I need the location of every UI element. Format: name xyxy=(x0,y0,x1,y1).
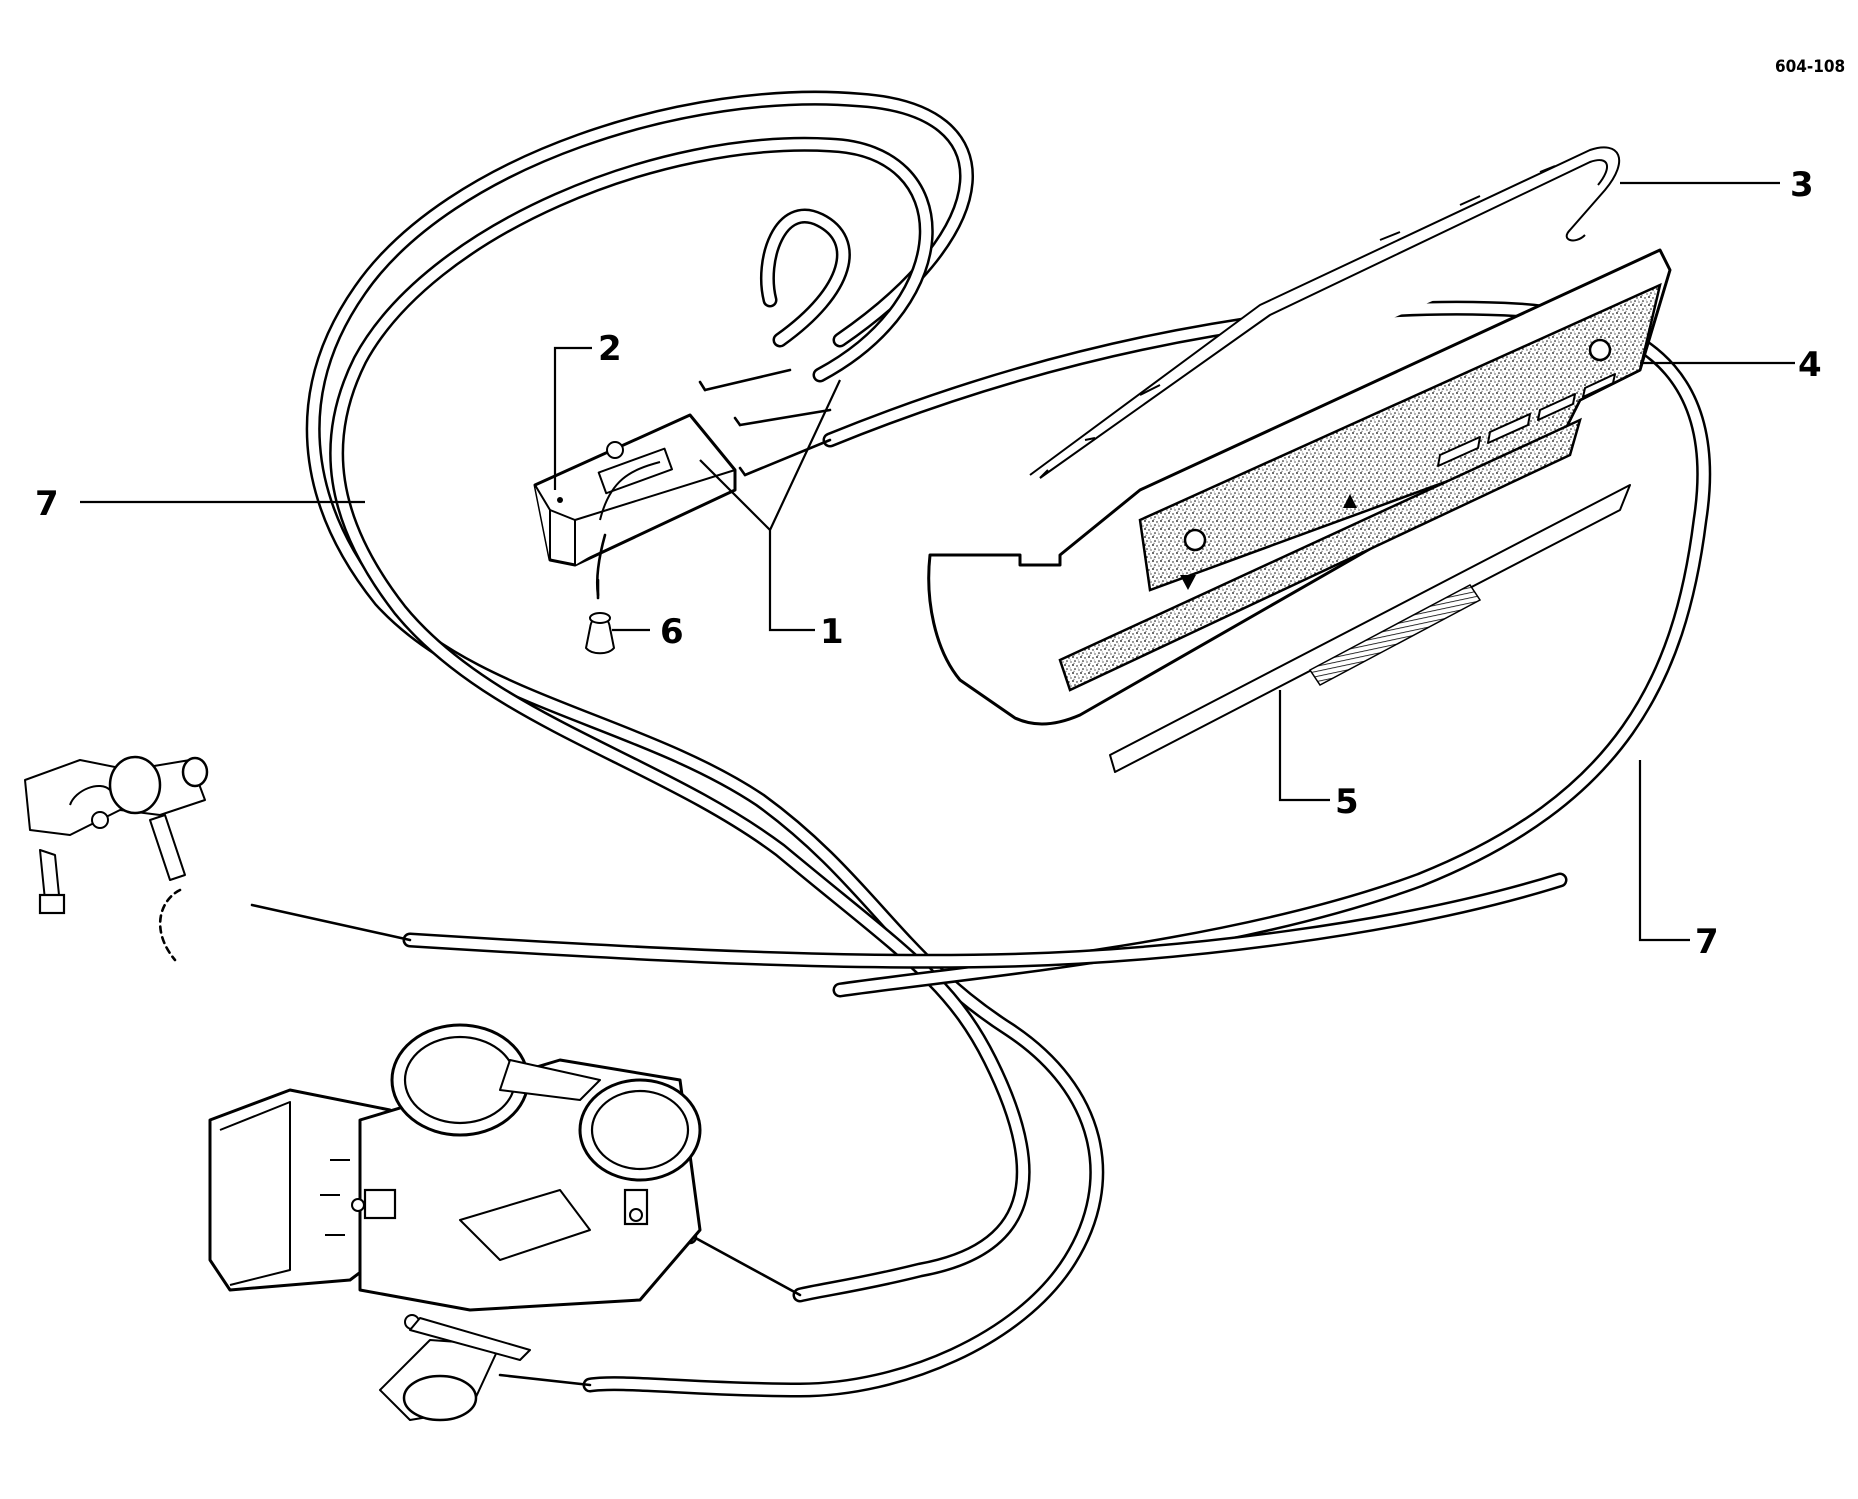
trim-strip xyxy=(1109,484,1631,773)
control-slider-unit xyxy=(533,413,737,600)
control-panel-bezel xyxy=(927,248,1672,726)
callout-leaders xyxy=(80,181,1795,942)
callout-7-right: 7 xyxy=(1695,922,1719,962)
figure-reference-code: 604-108 xyxy=(1775,57,1845,77)
heater-distribution-box xyxy=(208,1023,702,1422)
callout-7-left: 7 xyxy=(35,484,59,524)
callout-2: 2 xyxy=(598,329,622,369)
callout-5: 5 xyxy=(1335,782,1359,822)
control-knob xyxy=(585,612,615,655)
heater-valve-assembly xyxy=(24,755,209,915)
callout-1: 1 xyxy=(820,612,844,652)
callout-labels: 1 2 3 4 5 6 7 7 xyxy=(35,165,1822,962)
callout-3: 3 xyxy=(1790,165,1814,205)
trim-frame xyxy=(1029,146,1621,479)
callout-4: 4 xyxy=(1798,345,1822,385)
callout-6: 6 xyxy=(660,612,684,652)
